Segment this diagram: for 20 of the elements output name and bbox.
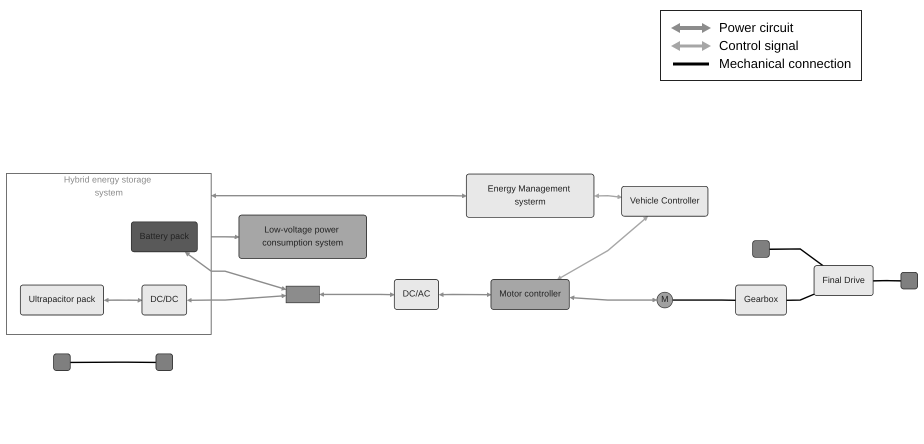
connector xyxy=(873,280,902,282)
legend-label: Mechanical connection xyxy=(719,56,852,71)
connector xyxy=(770,248,824,266)
arrow xyxy=(594,193,622,200)
node-circle: M xyxy=(656,292,673,308)
arrow xyxy=(570,295,658,302)
arrow xyxy=(184,252,286,291)
arrow xyxy=(104,298,142,303)
arrow xyxy=(319,292,395,298)
connector xyxy=(786,293,815,301)
arrow xyxy=(438,292,492,298)
connector xyxy=(70,361,156,364)
arrow xyxy=(556,216,648,280)
legend-label: Power circuit xyxy=(719,20,794,35)
arrow xyxy=(211,234,240,240)
arrow xyxy=(211,193,467,198)
node-bar xyxy=(286,286,320,304)
connector xyxy=(672,299,736,301)
legend-label: Control signal xyxy=(719,38,798,53)
arrow xyxy=(186,294,286,303)
